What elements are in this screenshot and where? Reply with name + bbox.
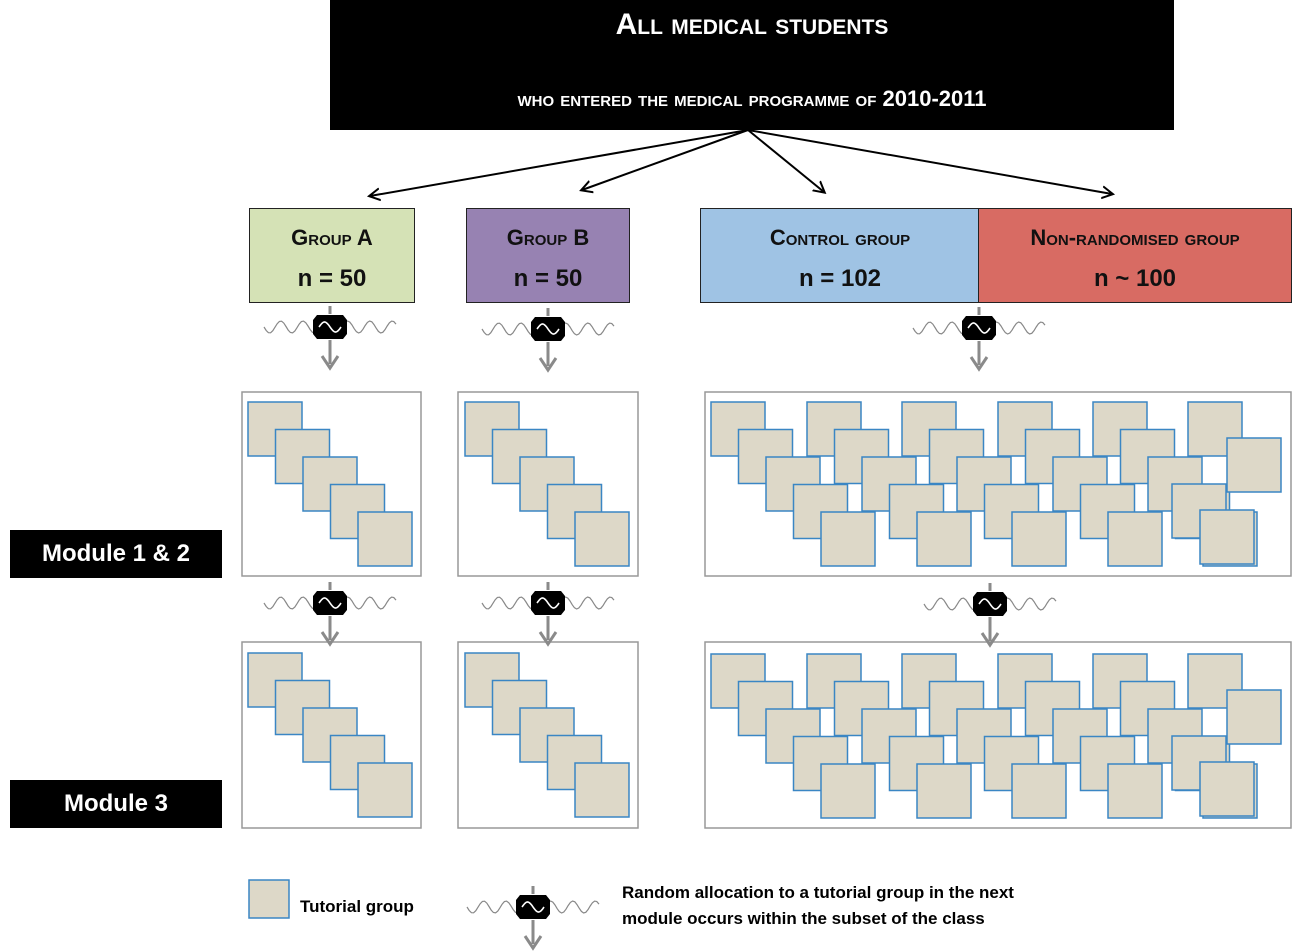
randomizer-group-a-2 (263, 582, 397, 647)
all-students-box: All medical students who entered the med… (330, 0, 1174, 130)
non-randomised-group-label: Non-randomised group (1030, 225, 1240, 250)
down-arrow-icon (320, 631, 340, 647)
group-a-count: n = 50 (297, 265, 367, 292)
randomizer-group-a-1 (263, 306, 397, 371)
tutorial-group-tile (1011, 763, 1067, 819)
randomizer-control-1 (912, 307, 1046, 372)
randomizer-group-b-2 (481, 582, 615, 647)
tutorial-group-tile (1226, 437, 1282, 493)
legend-random-allocation-line1: Random allocation to a tutorial group in… (622, 883, 1014, 902)
legend-tutorial-group-label: Tutorial group (300, 897, 414, 916)
non-randomised-group-box: Non-randomised group n ~ 100 (978, 208, 1292, 303)
control-group-label: Control group (769, 225, 911, 250)
arrow-to-group-b (582, 129, 749, 190)
tutorial-group-tile (1011, 511, 1067, 567)
legend-random-allocation-line2: module occurs within the subset of the c… (622, 909, 985, 928)
sine-icon (521, 901, 545, 913)
sine-icon (978, 598, 1002, 610)
down-arrow-icon (538, 631, 558, 647)
down-arrow-icon (320, 355, 340, 371)
group-a-label: Group A (291, 225, 373, 250)
sine-icon (536, 597, 560, 609)
tutorial-group-tile (1107, 511, 1163, 567)
non-randomised-group-count: n ~ 100 (1093, 265, 1177, 292)
tutorial-group-tile (820, 763, 876, 819)
group-b-count: n = 50 (513, 265, 583, 292)
arrow-to-non-randomised-group (747, 129, 1112, 194)
tutorial-group-tile (574, 762, 630, 818)
tutorial-group-tile (916, 763, 972, 819)
tutorial-group-tile (1199, 509, 1255, 565)
sine-icon (967, 322, 991, 334)
tutorial-group-tile (1226, 689, 1282, 745)
legend-randomizer-icon (466, 886, 600, 951)
legend-tutorial-group-tile (248, 879, 290, 919)
randomizer-control-2 (923, 583, 1057, 648)
tutorial-group-tile (820, 511, 876, 567)
down-arrow-icon (980, 632, 1000, 648)
arrow-to-group-a (370, 129, 749, 196)
control-group-count: n = 102 (798, 265, 882, 292)
tutorial-group-tile (574, 511, 630, 567)
randomizer-group-b-1 (481, 308, 615, 373)
module-1-2-label: Module 1 & 2 (10, 530, 222, 578)
header-title: All medical students (615, 8, 889, 41)
tutorial-group-tile (357, 511, 413, 567)
sine-icon (318, 321, 342, 333)
sine-icon (536, 323, 560, 335)
down-arrow-icon (969, 356, 989, 372)
down-arrow-icon (538, 357, 558, 373)
control-group-box: Control group n = 102 (700, 208, 980, 303)
tutorial-group-tile (1107, 763, 1163, 819)
module-3-label: Module 3 (10, 780, 222, 828)
tutorial-group-tile (1199, 761, 1255, 817)
header-subtitle: who entered the medical programme of 201… (517, 86, 987, 111)
sine-icon (318, 597, 342, 609)
tutorial-group-tile (916, 511, 972, 567)
group-b-box: Group B n = 50 (466, 208, 630, 303)
group-b-label: Group B (506, 225, 590, 250)
group-a-box: Group A n = 50 (249, 208, 415, 303)
allocation-arrows (370, 129, 1112, 196)
tutorial-group-tile (357, 762, 413, 818)
arrow-to-control-group (747, 129, 824, 192)
down-arrow-icon (523, 935, 543, 951)
